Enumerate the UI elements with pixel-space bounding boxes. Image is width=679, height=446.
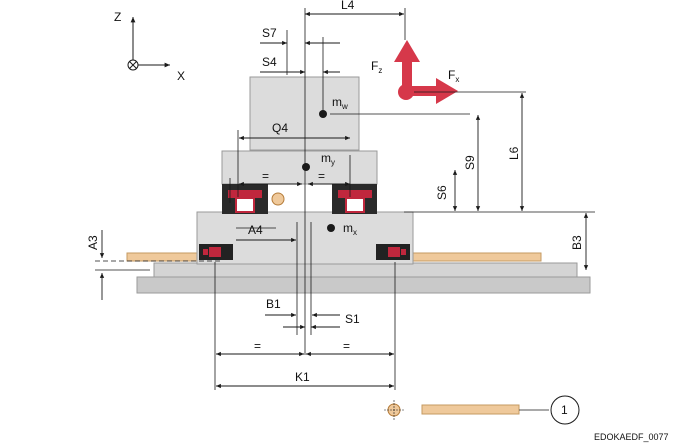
legend: 1 <box>384 395 580 425</box>
legend-callout-number: 1 <box>561 403 568 417</box>
dim-b3-label: B3 <box>570 235 584 250</box>
y-carriage-body <box>221 150 378 185</box>
workpiece-body <box>249 76 360 151</box>
reference-lines <box>95 8 595 390</box>
dim-eq-lower-left: = <box>254 339 261 353</box>
dim-eq-lower-right: = <box>343 339 350 353</box>
dim-b1-label: B1 <box>266 297 281 311</box>
figure-reference: EDOKAEDF_0077 <box>594 432 669 442</box>
dim-eq-upper-right: = <box>318 169 325 183</box>
coordinate-system: Z X <box>114 10 185 83</box>
dim-q4-label: Q4 <box>272 121 288 135</box>
y-carriage <box>221 150 378 214</box>
workpiece <box>249 76 360 151</box>
dim-eq-upper-left: = <box>262 169 269 183</box>
my-label: my <box>321 151 335 167</box>
bottom-plate <box>136 276 591 294</box>
x-axis-label: X <box>177 69 185 83</box>
fx-label: Fx <box>448 68 459 84</box>
dim-a3-label: A3 <box>86 235 100 250</box>
fz-label: Fz <box>371 59 382 75</box>
dim-s1-label: S1 <box>345 312 360 326</box>
mx-point <box>327 224 335 232</box>
z-axis-label: Z <box>114 10 121 24</box>
my-point <box>302 163 310 171</box>
legend-callout-circle <box>550 395 580 425</box>
wood-rail-left <box>126 252 198 262</box>
dimension-lines <box>99 11 589 389</box>
mx-label: mx <box>343 221 357 237</box>
force-origin-dot <box>398 84 414 100</box>
wood-bearing-circle <box>271 192 285 206</box>
middle-plate <box>153 262 578 278</box>
dim-l6-label: L6 <box>507 146 521 160</box>
dim-k1-label: K1 <box>295 370 310 384</box>
force-arrows: Fz Fx <box>371 40 459 104</box>
dim-s7-label: S7 <box>262 26 277 40</box>
mw-label: mw <box>332 95 348 111</box>
dim-a4-label: A4 <box>248 223 263 237</box>
dim-l4-label: L4 <box>341 0 355 12</box>
dim-s9-label: S9 <box>463 155 477 170</box>
wood-rail-right <box>410 252 542 262</box>
legend-wood-bar-icon <box>421 404 520 415</box>
dim-s6-label: S6 <box>435 185 449 200</box>
dim-s4-label: S4 <box>262 55 277 69</box>
